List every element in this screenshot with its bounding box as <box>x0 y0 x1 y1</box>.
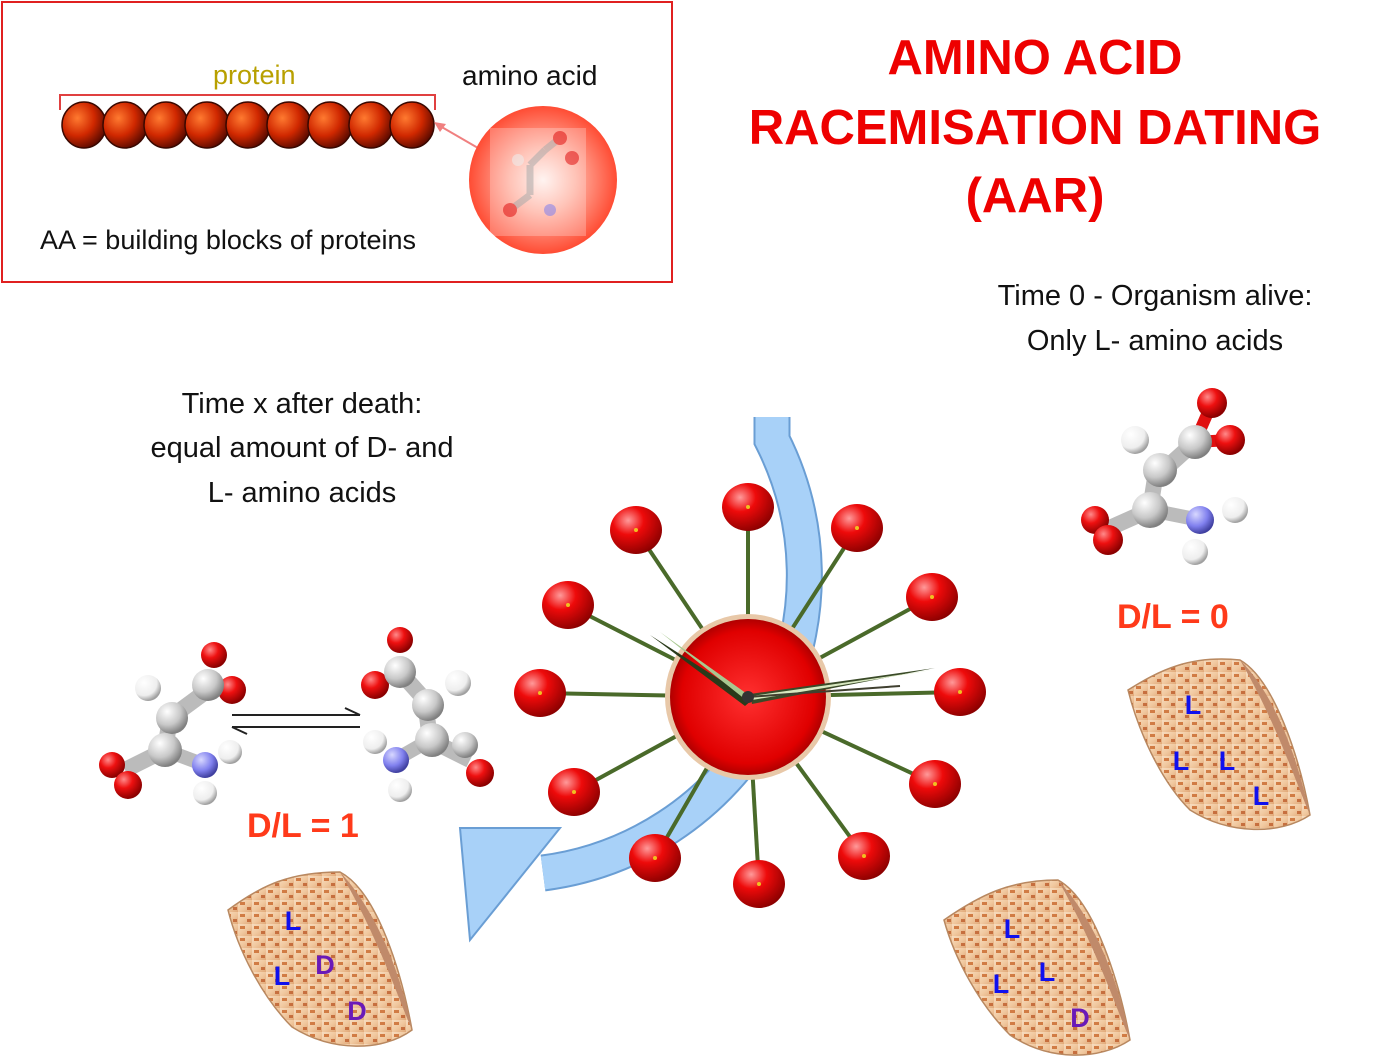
amino-acid-bead <box>184 101 230 149</box>
shell-amino-letter: L <box>1185 690 1202 720</box>
clock-knob-dot <box>538 691 542 695</box>
shell-amino-letter: L <box>1219 746 1236 776</box>
clock-knob-dot <box>757 882 761 886</box>
clock-knob-dot <box>933 782 937 786</box>
ratio-time0: D/L = 0 <box>1117 598 1229 636</box>
title-line-2: RACEMISATION DATING <box>748 101 1322 155</box>
protein-chain <box>59 94 436 149</box>
timex-line-3: L- amino acids <box>207 477 397 509</box>
clock-knob-dot <box>653 856 657 860</box>
protein-label: protein <box>213 60 296 90</box>
l-amino-acid-molecule <box>1081 388 1248 565</box>
clock <box>514 483 986 908</box>
time0-line-1: Time 0 - Organism alive: <box>997 280 1313 312</box>
shell-amino-letter: L <box>285 906 302 936</box>
amino-acid-bead <box>389 101 435 149</box>
clock-knob-dot <box>566 603 570 607</box>
shell-time0 <box>1127 658 1311 831</box>
time0-line-2: Only L- amino acids <box>1026 325 1284 357</box>
amino-acid-bead <box>225 101 271 149</box>
inset-caption: AA = building blocks of proteins <box>40 225 416 255</box>
clock-knob-dot <box>572 790 576 794</box>
shell-timex <box>227 871 413 1047</box>
amino-acid-bead <box>61 101 107 149</box>
title-line-1: AMINO ACID <box>887 31 1183 85</box>
shell-amino-letter: L <box>1004 914 1021 944</box>
shell-amino-letter: L <box>1039 957 1056 987</box>
clock-knob-dot <box>958 690 962 694</box>
shell-amino-letter: L <box>1253 781 1270 811</box>
title-line-3: (AAR) <box>965 169 1105 223</box>
shell-amino-letter: D <box>347 996 367 1026</box>
shell-amino-letter: D <box>1070 1003 1090 1033</box>
shell-amino-letter: L <box>274 961 291 991</box>
timex-line-2: equal amount of D- and <box>150 432 454 464</box>
protein-inset-box <box>1 1 673 283</box>
timex-line-1: Time x after death: <box>181 388 423 420</box>
amino-acid-bead <box>307 101 353 149</box>
shell-middle <box>943 879 1131 1056</box>
inset-pointer-arrow <box>434 122 479 149</box>
clock-knob-dot <box>634 528 638 532</box>
amino-acid-bead <box>266 101 312 149</box>
clock-knob-dot <box>862 854 866 858</box>
amino-acid-bead <box>348 101 394 149</box>
amino-acid-bead <box>143 101 189 149</box>
d-l-amino-acid-equilibrium <box>99 627 494 805</box>
clock-knob-dot <box>930 595 934 599</box>
clock-knob-dot <box>746 505 750 509</box>
amino-acid-sphere <box>469 106 617 254</box>
amino-acid-bead <box>102 101 148 149</box>
ratio-timex: D/L = 1 <box>247 807 359 845</box>
shell-amino-letter: D <box>315 950 335 980</box>
amino-acid-label: amino acid <box>462 60 598 91</box>
shell-amino-letter: L <box>993 969 1010 999</box>
shell-amino-letter: L <box>1173 746 1190 776</box>
clock-knob-dot <box>855 526 859 530</box>
